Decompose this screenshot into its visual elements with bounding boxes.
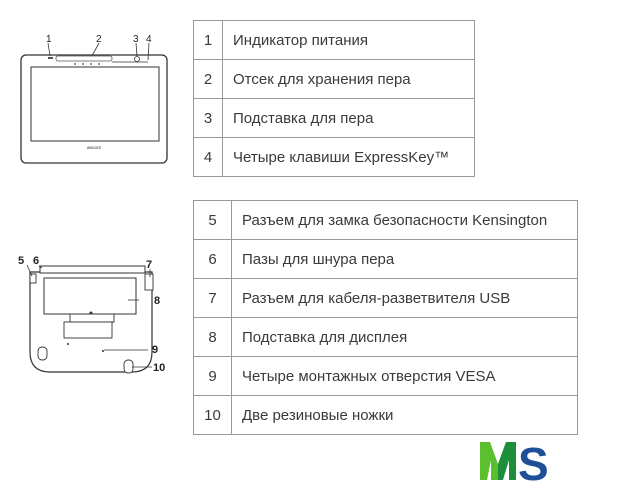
row-label: Две резиновые ножки xyxy=(231,395,578,435)
tablet-back xyxy=(29,265,154,374)
callout-10: 10 xyxy=(153,362,165,374)
callout-5: 5 xyxy=(18,255,24,267)
row-label: Подставка для дисплея xyxy=(231,317,578,357)
back-parts-table: 5 Разъем для замка безопасности Kensingt… xyxy=(193,200,578,435)
row-label: Четыре клавиши ExpressKey™ xyxy=(222,137,475,177)
row-number: 1 xyxy=(193,20,223,60)
table-row: 9 Четыре монтажных отверстия VESA xyxy=(193,356,578,396)
row-label: Отсек для хранения пера xyxy=(222,59,475,99)
logo-letter-s: S xyxy=(518,438,549,484)
callout-1: 1 xyxy=(46,34,52,45)
brand-mark: wacom xyxy=(87,145,102,150)
table-row: 6 Пазы для шнура пера xyxy=(193,239,578,279)
table-row: 8 Подставка для дисплея xyxy=(193,317,578,357)
row-label: Четыре монтажных отверстия VESA xyxy=(231,356,578,396)
row-number: 8 xyxy=(193,317,232,357)
table-row: 10 Две резиновые ножки xyxy=(193,395,578,435)
callout-3: 3 xyxy=(133,34,139,45)
row-number: 9 xyxy=(193,356,232,396)
row-number: 5 xyxy=(193,200,232,240)
row-label: Подставка для пера xyxy=(222,98,475,138)
callout-2: 2 xyxy=(96,34,102,45)
row-number: 6 xyxy=(193,239,232,279)
table-row: 5 Разъем для замка безопасности Kensingt… xyxy=(193,200,578,240)
table-row: 7 Разъем для кабеля-разветвителя USB xyxy=(193,278,578,318)
tablet-front: wacom xyxy=(20,54,168,164)
row-number: 4 xyxy=(193,137,223,177)
table-row: 2 Отсек для хранения пера xyxy=(193,59,475,99)
callout-7: 7 xyxy=(146,259,152,271)
callout-8: 8 xyxy=(154,295,160,307)
row-number: 2 xyxy=(193,59,223,99)
row-label: Пазы для шнура пера xyxy=(231,239,578,279)
row-number: 10 xyxy=(193,395,232,435)
table-row: 1 Индикатор питания xyxy=(193,20,475,60)
front-parts-table: 1 Индикатор питания 2 Отсек для хранения… xyxy=(193,20,475,177)
row-label: Разъем для кабеля-разветвителя USB xyxy=(231,278,578,318)
callout-6: 6 xyxy=(33,255,39,267)
ms-logo: S xyxy=(480,438,549,484)
row-number: 7 xyxy=(193,278,232,318)
row-number: 3 xyxy=(193,98,223,138)
row-label: Индикатор питания xyxy=(222,20,475,60)
callout-9: 9 xyxy=(152,344,158,356)
table-row: 4 Четыре клавиши ExpressKey™ xyxy=(193,137,475,177)
row-label: Разъем для замка безопасности Kensington xyxy=(231,200,578,240)
callout-4: 4 xyxy=(146,34,152,45)
table-row: 3 Подставка для пера xyxy=(193,98,475,138)
